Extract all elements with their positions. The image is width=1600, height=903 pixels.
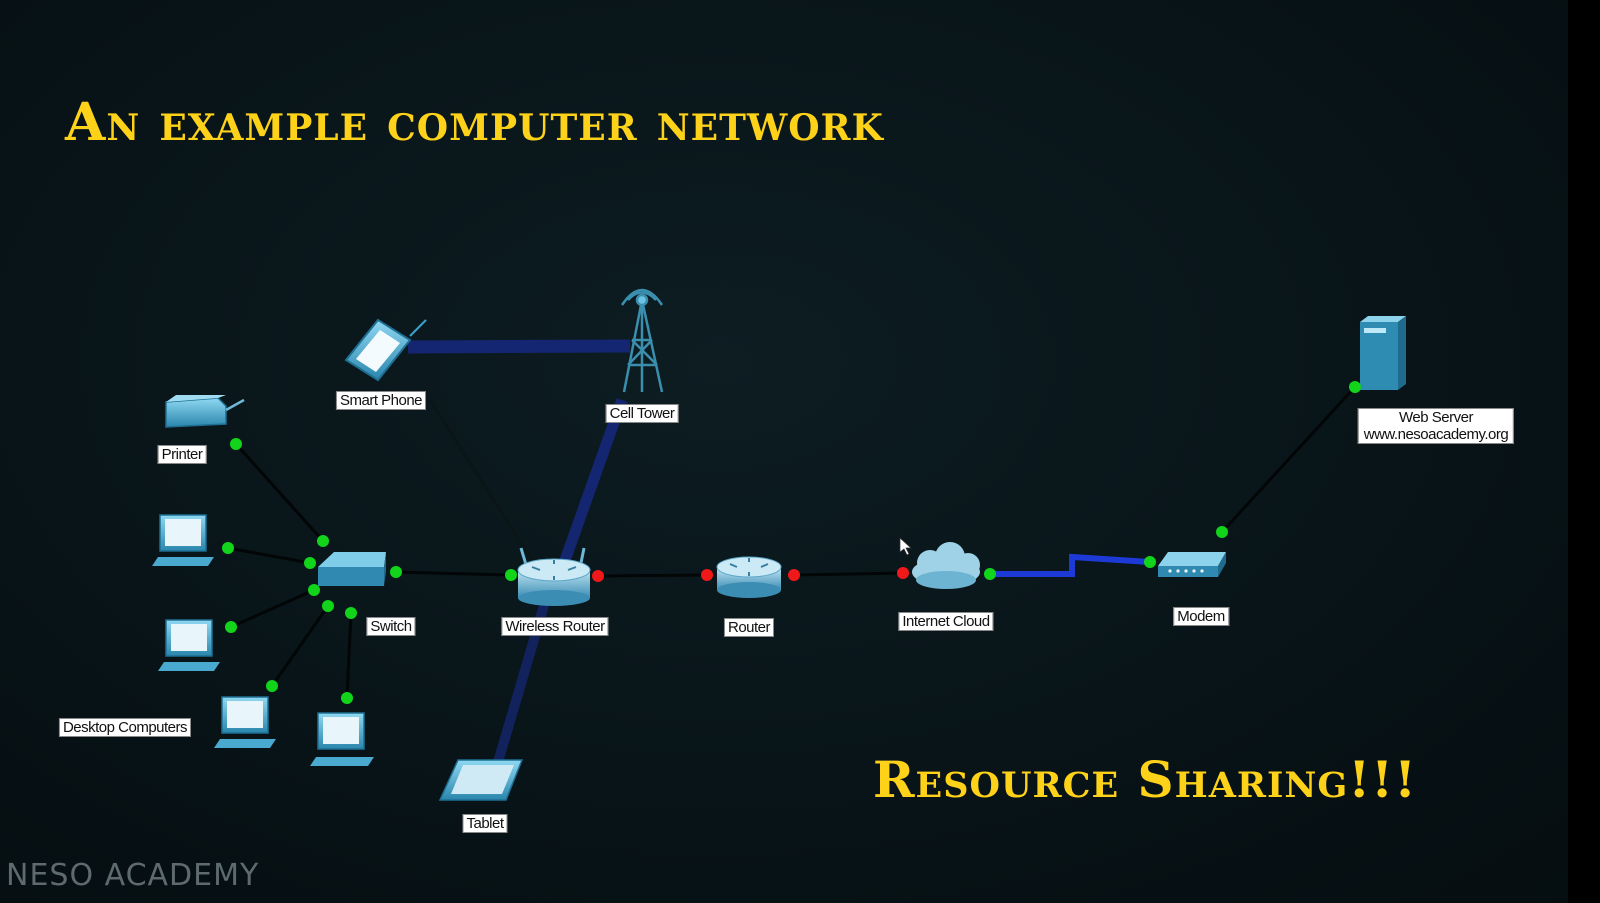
modem-icon [1158, 552, 1226, 577]
link-light-up [341, 692, 353, 704]
link-lights [222, 381, 1361, 704]
link-light-down [897, 567, 909, 579]
link-light-up [230, 438, 242, 450]
link-tower-wireless-router [557, 398, 628, 568]
wired-links [227, 385, 1357, 699]
link-router-cloud [793, 571, 904, 577]
link-light-up [225, 621, 237, 633]
link-pc2-switch [230, 588, 315, 629]
link-light-up [505, 569, 517, 581]
label-cell-tower: Cell Tower [605, 404, 679, 423]
page-title: An example computer network [65, 92, 884, 153]
link-pc1-switch [227, 546, 311, 565]
label-smart-phone: Smart Phone [335, 391, 427, 410]
link-light-up [308, 584, 320, 596]
cell-tower-icon [620, 288, 664, 393]
label-router: Router [723, 618, 775, 637]
link-light-up [390, 566, 402, 578]
link-phone-tower [407, 339, 631, 354]
desktop-computer-icon [158, 619, 220, 671]
label-web-server: Web Server www.nesoacademy.org [1357, 408, 1515, 444]
label-switch: Switch [366, 617, 416, 636]
desktop-computer-icon [310, 712, 374, 766]
desktop-computer-icon [152, 514, 214, 566]
link-light-up [322, 600, 334, 612]
link-light-down [592, 570, 604, 582]
link-light-up [1216, 526, 1228, 538]
label-web-server-name: Web Server [1399, 409, 1473, 426]
wireless-links [407, 339, 631, 764]
link-printer-switch [234, 442, 325, 543]
link-light-up [1144, 556, 1156, 568]
link-light-up [1349, 381, 1361, 393]
desktop-computer-icon [214, 696, 276, 748]
link-light-up [984, 568, 996, 580]
link-pc4-switch [345, 612, 353, 699]
label-web-server-url: www.nesoacademy.org [1363, 426, 1509, 443]
link-pc3-switch [270, 605, 330, 687]
frame-edge [1568, 0, 1600, 903]
label-tablet: Tablet [462, 814, 508, 833]
link-cloud-modem [990, 553, 1151, 577]
link-light-up [304, 557, 316, 569]
internet-cloud-icon [912, 542, 980, 589]
label-printer: Printer [157, 445, 207, 464]
watermark: NESO ACADEMY [6, 858, 260, 893]
link-switch-wireless-router [395, 570, 512, 577]
link-phone-wireless-router [428, 399, 537, 566]
tablet-icon [438, 759, 524, 801]
web-server-icon [1360, 316, 1406, 390]
link-wireless-router-router [597, 573, 708, 578]
router-icon [716, 556, 782, 598]
link-light-up [317, 535, 329, 547]
tagline: Resource Sharing!!! [873, 750, 1418, 809]
label-internet-cloud: Internet Cloud [898, 612, 994, 631]
switch-icon [318, 552, 386, 586]
link-modem-server [1220, 385, 1357, 534]
wireless-router-icon [517, 547, 591, 606]
label-modem: Modem [1173, 607, 1229, 626]
mouse-cursor-icon [899, 537, 912, 556]
label-wireless-router: Wireless Router [501, 617, 609, 636]
link-light-down [701, 569, 713, 581]
link-light-down [788, 569, 800, 581]
link-light-up [222, 542, 234, 554]
label-desktop-computers: Desktop Computers [58, 718, 192, 737]
smart-phone-icon [344, 318, 427, 382]
printer-icon [165, 395, 245, 428]
link-light-up [266, 680, 278, 692]
link-light-up [345, 607, 357, 619]
